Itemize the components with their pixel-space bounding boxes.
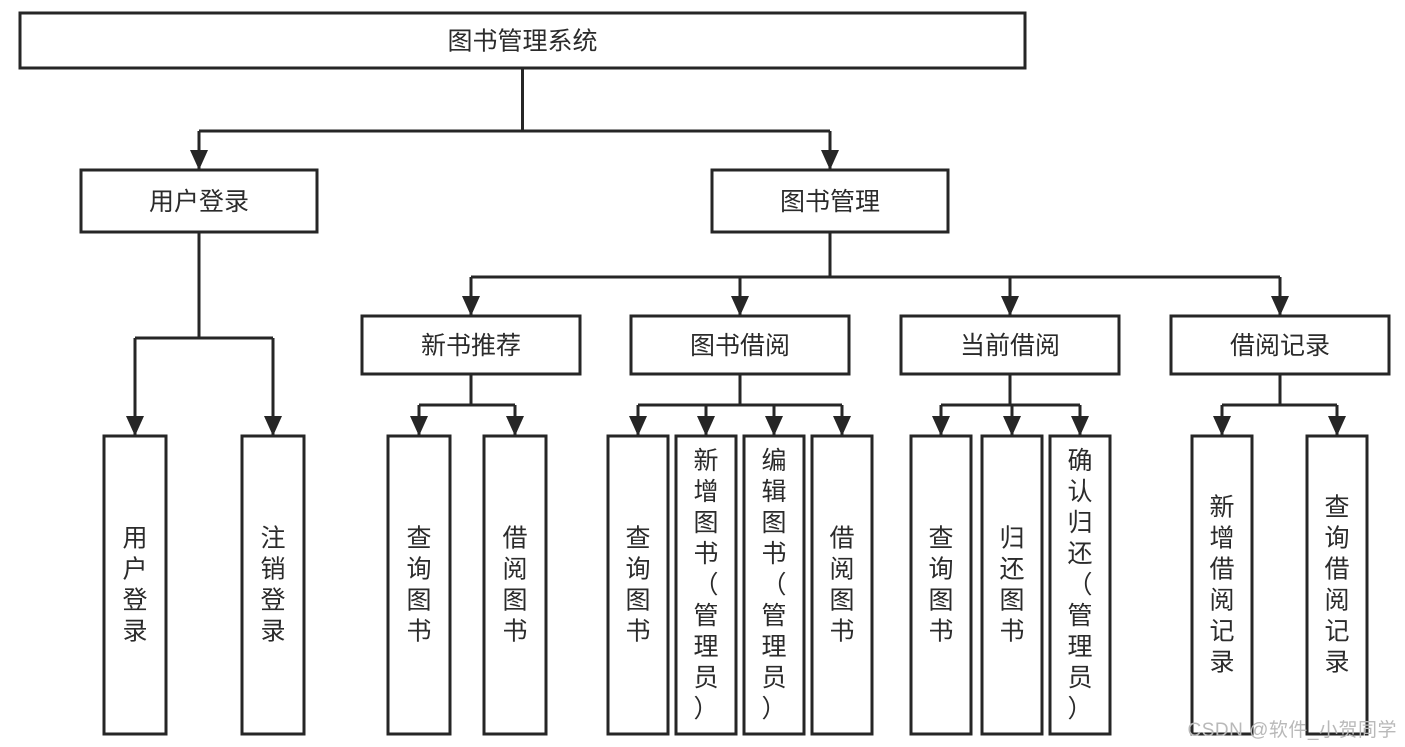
node-label-user-login: 用户登录 [149, 188, 249, 216]
node-box-leaf-add-book [674, 434, 738, 736]
arrow-leaf-edit-book [765, 416, 783, 436]
node-leaf-query-book-bb[interactable]: 查询图书 [606, 434, 670, 736]
arrow-leaf-add-record [1213, 416, 1231, 436]
connector-layer [126, 68, 1346, 436]
node-root[interactable]: 图书管理系统 [18, 11, 1027, 70]
node-leaf-query-book-rec[interactable]: 查询图书 [386, 434, 452, 736]
node-leaf-borrow-book-bb[interactable]: 借阅图书 [810, 434, 874, 736]
node-label-leaf-add-record: 新增借阅记录 [1209, 494, 1234, 677]
node-new-book-rec[interactable]: 新书推荐 [360, 314, 582, 376]
arrow-leaf-borrow-book-bb [833, 416, 851, 436]
node-box-root [18, 11, 1027, 70]
node-layer: 图书管理系统用户登录图书管理新书推荐图书借阅当前借阅借阅记录用户登录注销登录查询… [18, 11, 1391, 736]
node-box-leaf-user-logout [240, 434, 306, 736]
node-leaf-borrow-book-rec[interactable]: 借阅图书 [482, 434, 548, 736]
arrow-leaf-user-logout [264, 416, 282, 436]
node-current-borrow[interactable]: 当前借阅 [899, 314, 1121, 376]
node-borrow-record[interactable]: 借阅记录 [1169, 314, 1391, 376]
arrow-leaf-borrow-book-rec [506, 416, 524, 436]
arrow-leaf-query-book-rec [410, 416, 428, 436]
node-leaf-edit-book[interactable]: 编辑图书（管理员） [742, 434, 806, 736]
node-label-new-book-rec: 新书推荐 [421, 332, 521, 360]
node-leaf-add-record[interactable]: 新增借阅记录 [1190, 434, 1254, 736]
node-label-leaf-query-record: 查询借阅记录 [1324, 494, 1349, 677]
arrow-leaf-query-book-cb [932, 416, 950, 436]
node-box-leaf-borrow-book-bb [810, 434, 874, 736]
node-label-leaf-borrow-book-bb: 借阅图书 [829, 525, 854, 646]
node-book-borrow[interactable]: 图书借阅 [629, 314, 851, 376]
node-leaf-query-record[interactable]: 查询借阅记录 [1305, 434, 1369, 736]
arrow-current-borrow [1001, 296, 1019, 316]
node-leaf-confirm-return[interactable]: 确认归还（管理员） [1048, 434, 1112, 736]
node-label-leaf-query-book-cb: 查询图书 [928, 525, 953, 646]
node-leaf-add-book[interactable]: 新增图书（管理员） [674, 434, 738, 736]
node-label-leaf-user-logout: 注销登录 [260, 525, 285, 646]
node-box-leaf-query-record [1305, 434, 1369, 736]
node-label-leaf-add-book: 新增图书（管理员） [693, 447, 718, 723]
node-user-login[interactable]: 用户登录 [79, 168, 319, 234]
arrow-new-book-rec [462, 296, 480, 316]
node-label-leaf-confirm-return: 确认归还（管理员） [1067, 447, 1092, 723]
arrow-book-borrow [731, 296, 749, 316]
arrow-borrow-record [1271, 296, 1289, 316]
node-label-leaf-user-login: 用户登录 [122, 525, 147, 646]
node-label-leaf-query-book-bb: 查询图书 [625, 525, 650, 646]
arrow-book-manage [821, 150, 839, 170]
node-label-root: 图书管理系统 [447, 28, 597, 56]
node-box-user-login [79, 168, 319, 234]
arrow-leaf-query-record [1328, 416, 1346, 436]
node-box-leaf-confirm-return [1048, 434, 1112, 736]
node-box-leaf-query-book-bb [606, 434, 670, 736]
node-leaf-return-book[interactable]: 归还图书 [980, 434, 1044, 736]
node-box-leaf-add-record [1190, 434, 1254, 736]
node-label-leaf-edit-book: 编辑图书（管理员） [761, 447, 786, 723]
node-box-leaf-query-book-rec [386, 434, 452, 736]
node-book-manage[interactable]: 图书管理 [710, 168, 950, 234]
node-leaf-user-login[interactable]: 用户登录 [102, 434, 168, 736]
node-box-leaf-return-book [980, 434, 1044, 736]
node-box-borrow-record [1169, 314, 1391, 376]
arrow-leaf-query-book-bb [629, 416, 647, 436]
node-label-leaf-return-book: 归还图书 [999, 525, 1024, 646]
node-label-current-borrow: 当前借阅 [960, 332, 1060, 360]
arrow-leaf-add-book [697, 416, 715, 436]
node-leaf-user-logout[interactable]: 注销登录 [240, 434, 306, 736]
arrow-leaf-return-book [1003, 416, 1021, 436]
node-box-leaf-borrow-book-rec [482, 434, 548, 736]
node-label-leaf-query-book-rec: 查询图书 [406, 525, 431, 646]
arrow-user-login [190, 150, 208, 170]
node-label-leaf-borrow-book-rec: 借阅图书 [502, 525, 527, 646]
node-label-borrow-record: 借阅记录 [1230, 332, 1330, 360]
node-leaf-query-book-cb[interactable]: 查询图书 [909, 434, 973, 736]
node-box-book-borrow [629, 314, 851, 376]
node-box-leaf-query-book-cb [909, 434, 973, 736]
node-box-current-borrow [899, 314, 1121, 376]
node-label-book-manage: 图书管理 [780, 188, 880, 216]
arrow-leaf-user-login [126, 416, 144, 436]
node-box-leaf-edit-book [742, 434, 806, 736]
node-box-leaf-user-login [102, 434, 168, 736]
node-box-new-book-rec [360, 314, 582, 376]
node-box-book-manage [710, 168, 950, 234]
node-label-book-borrow: 图书借阅 [690, 332, 790, 360]
arrow-leaf-confirm-return [1071, 416, 1089, 436]
